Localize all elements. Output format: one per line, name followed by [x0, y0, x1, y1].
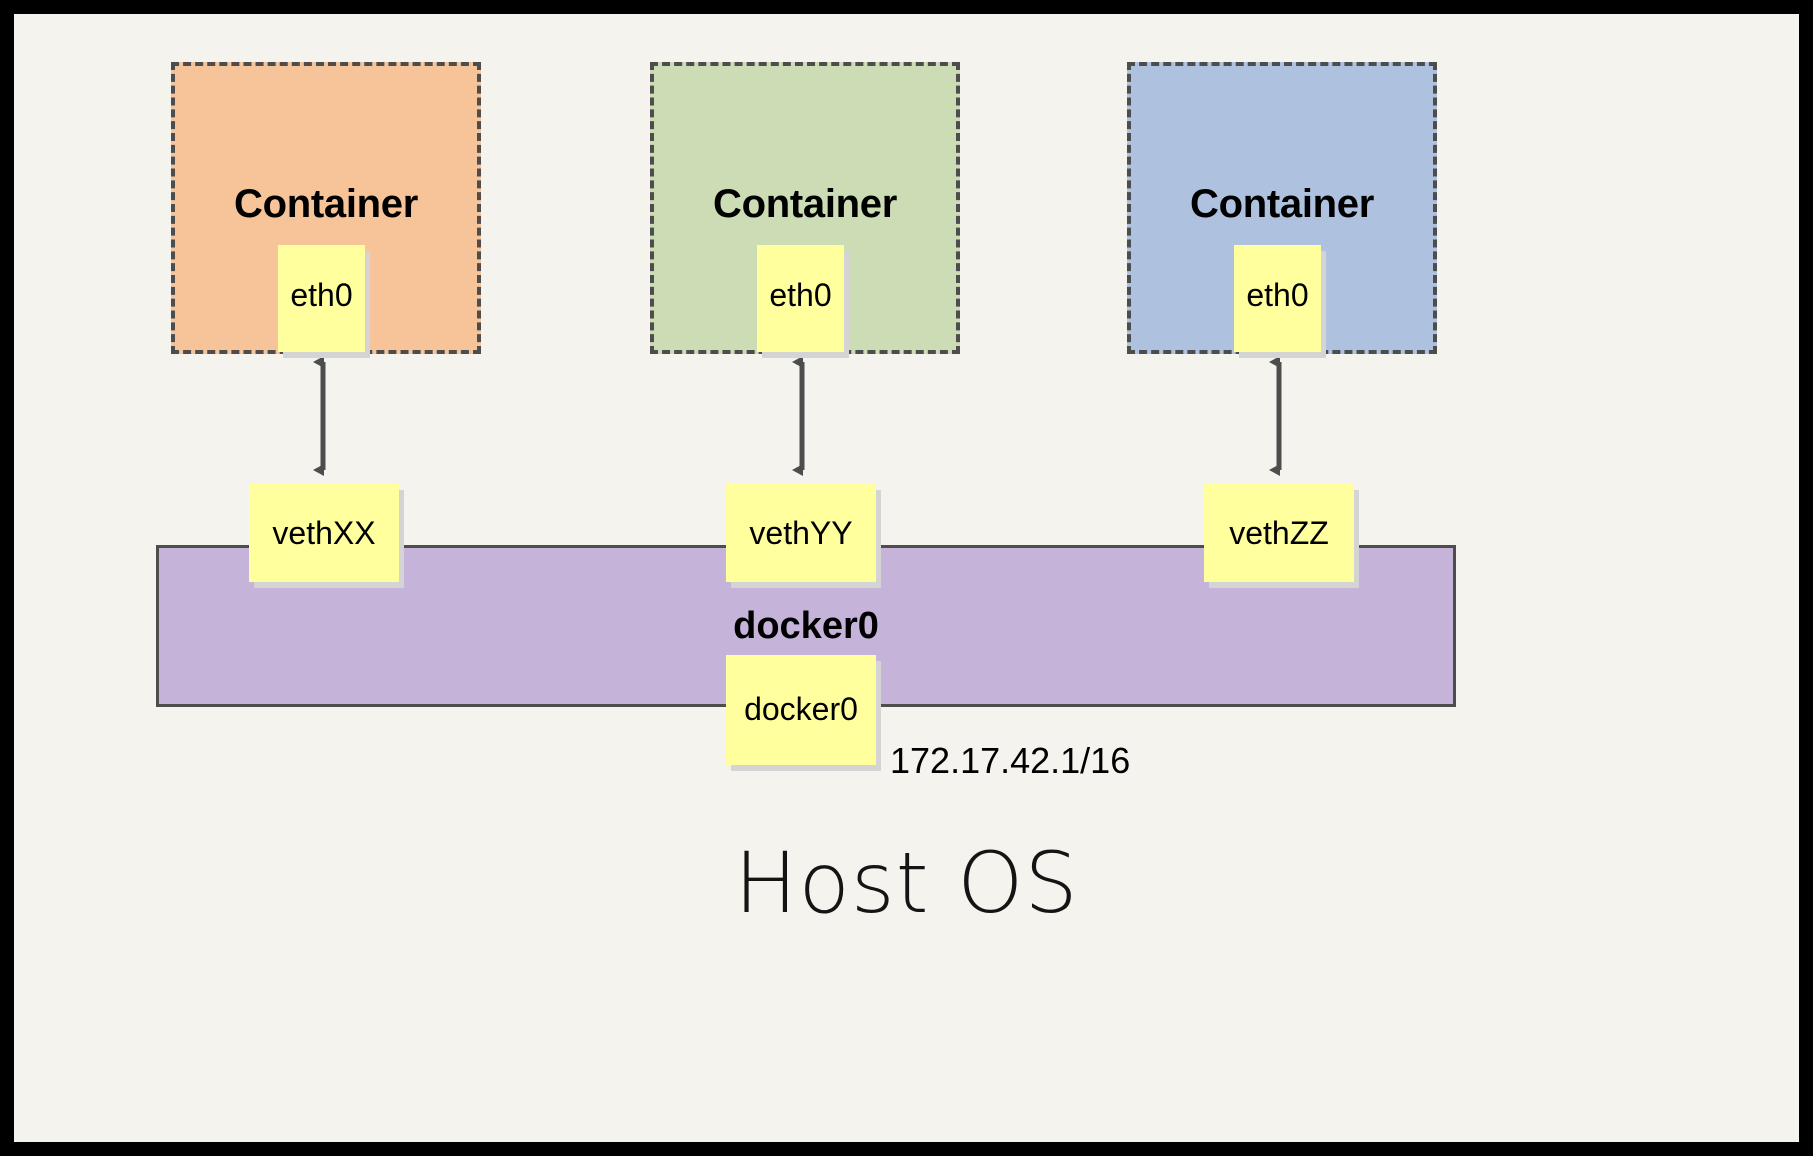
docker0-bridge-label: docker0	[733, 605, 879, 647]
container-eth0-box-3: eth0	[1234, 245, 1321, 352]
veth-pair-arrow-1	[313, 356, 326, 476]
container-eth0-box-2: eth0	[757, 245, 844, 352]
veth-box-2: vethYY	[726, 484, 876, 582]
container-eth0-box-1: eth0	[278, 245, 365, 352]
docker0-interface-box: docker0	[726, 655, 876, 765]
container-title-2: Container	[713, 182, 897, 226]
docker0-ip-label: 172.17.42.1/16	[890, 740, 1131, 781]
container-box-3	[1127, 62, 1437, 354]
container-title-1: Container	[234, 182, 418, 226]
host-os-label: Host OS	[734, 834, 1079, 932]
veth-box-3: vethZZ	[1204, 484, 1354, 582]
container-title-3: Container	[1190, 182, 1374, 226]
veth-box-1: vethXX	[249, 484, 399, 582]
veth-pair-arrow-3	[1269, 356, 1282, 476]
veth-pair-arrow-2	[792, 356, 805, 476]
